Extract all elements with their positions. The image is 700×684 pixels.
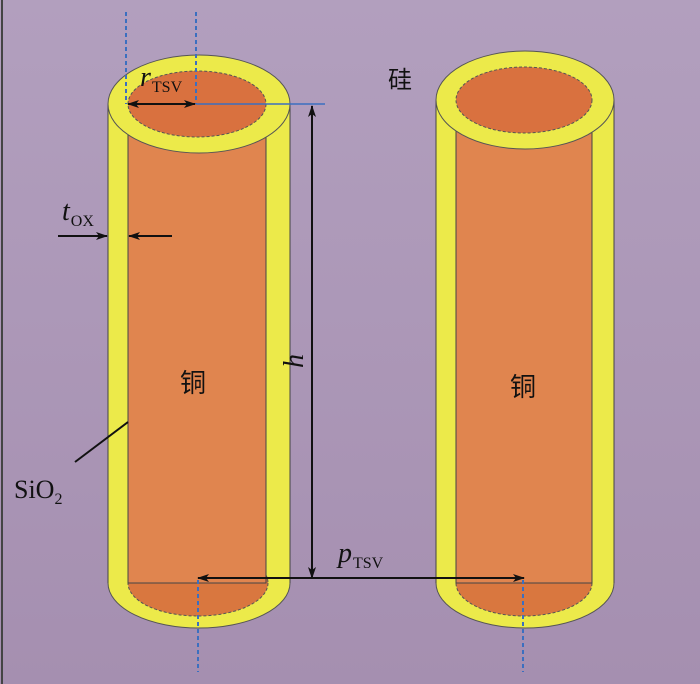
t-subscript: OX (71, 213, 95, 230)
center-guides (125, 12, 524, 672)
p-label: p (336, 538, 352, 569)
svg-text:SiO2: SiO2 (14, 475, 62, 508)
tsv-left (107, 54, 291, 629)
r-subscript: TSV (152, 79, 183, 96)
copper-core-right (455, 99, 593, 584)
h-label: h (279, 354, 310, 368)
copper-core (127, 103, 267, 584)
tsv-right (435, 50, 615, 629)
p-subscript: TSV (353, 555, 384, 572)
copper-label-left: 铜 (180, 369, 206, 399)
svg-text:rTSV: rTSV (140, 62, 183, 96)
sio2-subscript: 2 (54, 491, 62, 508)
sio2-label: SiO (14, 475, 54, 504)
svg-text:tOX: tOX (62, 196, 94, 230)
copper-label-right: 铜 (510, 373, 536, 403)
t-label: t (62, 196, 71, 227)
svg-text:pTSV: pTSV (336, 538, 384, 572)
silicon-label: 硅 (388, 66, 412, 94)
r-label: r (140, 62, 151, 93)
dimension-arrows (58, 100, 525, 582)
